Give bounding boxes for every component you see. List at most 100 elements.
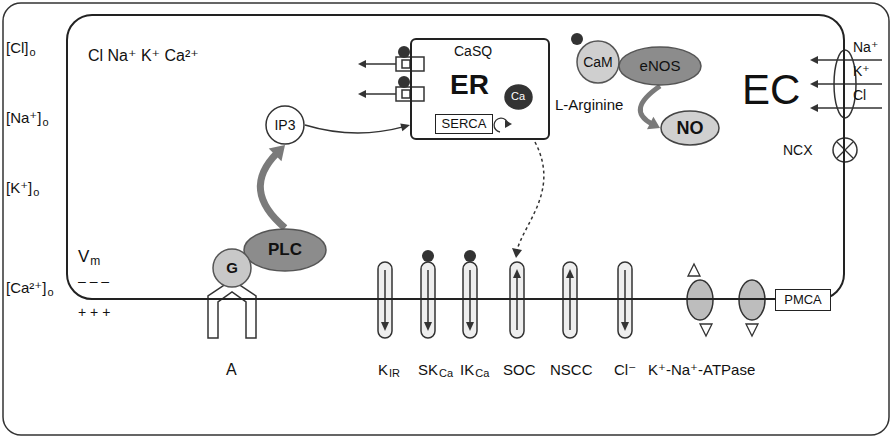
text-label: NSCC (550, 362, 593, 378)
text-label: L-Arginine (555, 97, 623, 113)
text-label: Cl (853, 88, 866, 103)
arrow-head (512, 248, 522, 258)
connector (305, 124, 410, 133)
calcium-dot (398, 46, 410, 58)
flux-arrow (469, 270, 471, 322)
text-label: NCX (783, 143, 813, 158)
connector-line (305, 125, 403, 133)
subscript-label: o (30, 47, 36, 59)
connector (640, 86, 660, 129)
arrow-head (381, 322, 389, 331)
node-text: Ca (511, 91, 525, 103)
text-label: Na⁺ (853, 40, 878, 55)
atpase-pump (687, 280, 713, 320)
calcium-dot (422, 250, 434, 262)
node-text: G (226, 260, 238, 276)
serca-box: SERCA (435, 114, 493, 134)
ellipse-outline (577, 41, 619, 83)
flux-arrow (569, 278, 571, 330)
arrow-head (400, 124, 410, 132)
text-label: K (378, 362, 388, 378)
calcium-dot (464, 250, 476, 262)
arrow-head (566, 269, 574, 278)
text-label: IK (460, 362, 474, 378)
plc-ellipse: PLC (243, 228, 327, 272)
channel-pore (402, 60, 410, 68)
text-label: [Na⁺] (6, 110, 41, 126)
text-label: – – – (78, 274, 109, 289)
hollow-arrow (700, 324, 712, 336)
connector-line (640, 86, 660, 124)
arrow-head (269, 145, 285, 161)
channel-nscc (563, 262, 577, 338)
ellipse-outline (619, 47, 701, 85)
node-text: CaM (583, 55, 613, 70)
ip3-circle: IP3 (265, 105, 305, 145)
cam-circle: CaM (576, 40, 620, 84)
cotransport-arrows (818, 60, 882, 108)
text-label: SK (418, 362, 438, 378)
arrow-head (466, 322, 474, 331)
arrow-head (513, 269, 521, 278)
text-label: SOC (503, 362, 536, 378)
arrow-head (810, 104, 818, 112)
outer-frame (3, 3, 889, 435)
pmca-box: PMCA (775, 289, 831, 311)
connector-line (260, 153, 285, 228)
text-label: + + + (78, 305, 110, 320)
ellipse-outline (266, 106, 304, 144)
subscript-label: Ca (475, 368, 489, 380)
hollow-arrow (688, 264, 700, 276)
flux-arrow (427, 270, 429, 322)
pmca-pump (739, 280, 765, 320)
er-box: CaSQERCaSERCA (410, 38, 550, 140)
text-label: K⁺-Na⁺-ATPase (648, 362, 755, 378)
channel-skca (421, 262, 435, 338)
ellipse-outline (213, 249, 251, 287)
text-label: [Cl] (6, 40, 29, 56)
flux-arrow (818, 59, 882, 60)
arrow-head (647, 117, 660, 129)
text-label: K⁺ (853, 64, 870, 79)
ellipse-outline (244, 229, 326, 271)
node-text: PMCA (784, 293, 822, 307)
text-label: Cl Na⁺ K⁺ Ca²⁺ (88, 48, 199, 65)
ncx-exchanger (833, 138, 857, 162)
node-text: SERCA (442, 117, 487, 131)
text-label: [K⁺] (6, 180, 32, 196)
text-label: [Ca²⁺] (6, 280, 46, 296)
ip3-receptor (366, 57, 424, 101)
hollow-arrow (746, 324, 758, 336)
flux-arrow (516, 278, 518, 330)
membrane-channels (378, 262, 632, 338)
release-arrow (366, 63, 396, 65)
flux-heads (381, 269, 629, 331)
arrow-head (810, 80, 818, 88)
no-ellipse: NO (660, 110, 720, 146)
channel-cl (618, 262, 632, 338)
subscript-label: m (90, 255, 100, 268)
node-text: EC (742, 68, 800, 112)
node-text: ER (450, 70, 489, 99)
arrow-head (621, 322, 629, 331)
arrow-head (424, 322, 432, 331)
arrow-head (358, 60, 366, 68)
subscript-label: o (47, 287, 53, 299)
calcium-dot (398, 76, 410, 88)
ellipse-outline (505, 85, 532, 109)
flux-arrow (384, 270, 386, 322)
connector (260, 145, 285, 228)
channel-pore (402, 90, 410, 98)
arrow-head (358, 90, 366, 98)
text-label: A (226, 362, 237, 379)
calcium-dot (571, 33, 583, 45)
store-signal (517, 142, 544, 250)
node-text: PLC (268, 241, 302, 259)
text-label: Cl⁻ (614, 362, 636, 378)
node-text: NO (677, 119, 704, 138)
flux-arrow (818, 83, 882, 84)
channel-ikca (463, 262, 477, 338)
receptor-symbol (208, 280, 256, 338)
node-text: eNOS (640, 58, 681, 74)
